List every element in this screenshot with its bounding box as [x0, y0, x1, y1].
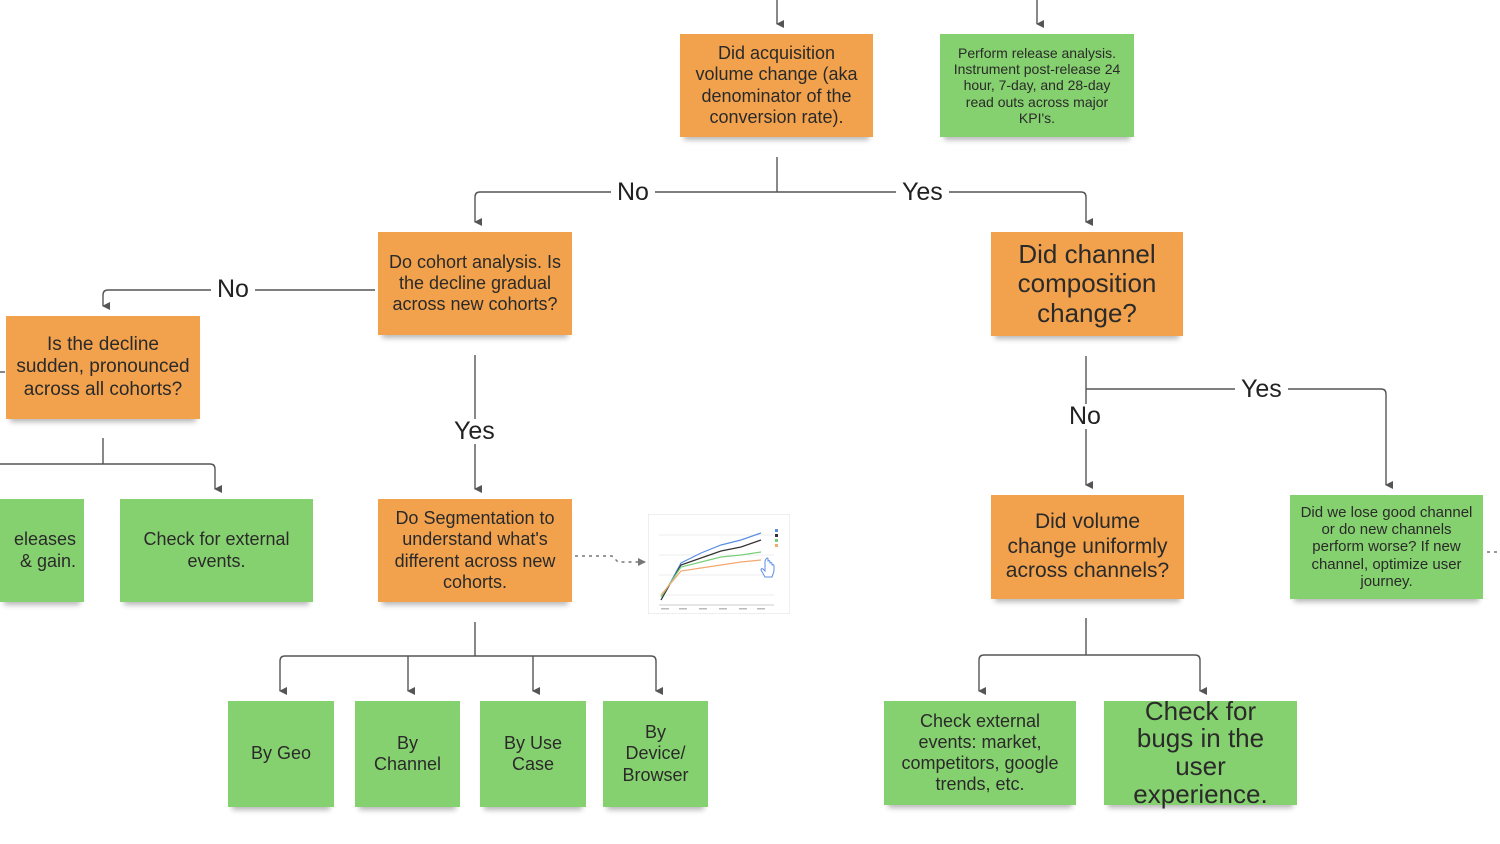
label-acquisition-no: No — [611, 180, 655, 205]
thumbnail-series-line — [660, 559, 762, 596]
label-acquisition-yes: Yes — [896, 180, 949, 205]
note-text: By Use Case — [503, 732, 563, 774]
note-volume-uniform[interactable]: Did volume change uniformly across chann… — [991, 495, 1184, 599]
connector-channel-yes — [1086, 388, 1393, 489]
dotted-connector-to-chart — [575, 555, 646, 566]
note-text: Is the decline sudden, pronounced across… — [16, 333, 190, 400]
note-by-channel[interactable]: By Channel — [355, 701, 460, 807]
note-text: Perform release analysis. Instrument pos… — [953, 44, 1121, 126]
note-text: Did volume change uniformly across chann… — [1005, 509, 1170, 583]
label-cohort-no: No — [211, 277, 255, 302]
connector-sudden-right — [103, 463, 222, 493]
note-text: Did channel composition change? — [1017, 239, 1157, 328]
pointer-hand-icon — [760, 557, 775, 578]
note-text: eleases & gain. — [13, 529, 76, 571]
note-releases-again[interactable]: eleases & gain. — [0, 499, 84, 602]
note-acquisition-question[interactable]: Did acquisition volume change (aka denom… — [680, 34, 873, 137]
label-channel-no: No — [1063, 404, 1107, 429]
note-by-device[interactable]: By Device/ Browser — [603, 701, 708, 807]
note-text: Do cohort analysis. Is the decline gradu… — [388, 251, 562, 315]
note-sudden-decline[interactable]: Is the decline sudden, pronounced across… — [6, 316, 200, 419]
note-cohort-analysis[interactable]: Do cohort analysis. Is the decline gradu… — [378, 232, 572, 335]
thumbnail-series-line — [660, 551, 762, 598]
note-lose-good-channel[interactable]: Did we lose good channel or do new chann… — [1290, 495, 1483, 599]
note-text: Check for external events. — [143, 529, 290, 571]
note-channel-composition[interactable]: Did channel composition change? — [991, 232, 1183, 336]
cohort-chart-thumbnail[interactable] — [648, 514, 790, 614]
note-text: By Geo — [250, 743, 312, 764]
label-cohort-yes: Yes — [448, 419, 501, 444]
connector-segmentation-bus — [285, 655, 663, 695]
note-by-geo[interactable]: By Geo — [228, 701, 334, 807]
note-check-external-market[interactable]: Check external events: market, competito… — [884, 701, 1076, 805]
note-text: Check external events: market, competito… — [901, 710, 1059, 795]
note-text: Check for bugs in the user experience. — [1133, 695, 1268, 809]
note-text: Did acquisition volume change (aka denom… — [695, 43, 858, 127]
cohort-chart-image — [659, 529, 778, 610]
note-segmentation[interactable]: Do Segmentation to understand what's dif… — [378, 499, 572, 602]
note-text: Did we lose good channel or do new chann… — [1300, 503, 1473, 591]
connector-acquisition-yes — [777, 191, 1093, 226]
note-external-events[interactable]: Check for external events. — [120, 499, 313, 602]
connector-to-geo — [279, 655, 287, 695]
connector-volume-bus — [984, 654, 1207, 695]
note-by-use-case[interactable]: By Use Case — [480, 701, 586, 807]
connector-acquisition-no — [474, 191, 777, 226]
note-check-bugs[interactable]: Check for bugs in the user experience. — [1104, 695, 1297, 809]
note-release-analysis[interactable]: Perform release analysis. Instrument pos… — [940, 34, 1134, 137]
note-text: By Channel — [373, 732, 442, 774]
thumbnail-series-line — [660, 539, 762, 601]
note-text: By Device/ Browser — [622, 722, 689, 785]
note-text: Do Segmentation to understand what's dif… — [394, 508, 556, 592]
connector-to-external-market — [978, 654, 986, 695]
connector-cohort-no — [102, 289, 375, 310]
label-channel-yes: Yes — [1235, 377, 1288, 402]
thumbnail-series-line — [660, 532, 762, 601]
